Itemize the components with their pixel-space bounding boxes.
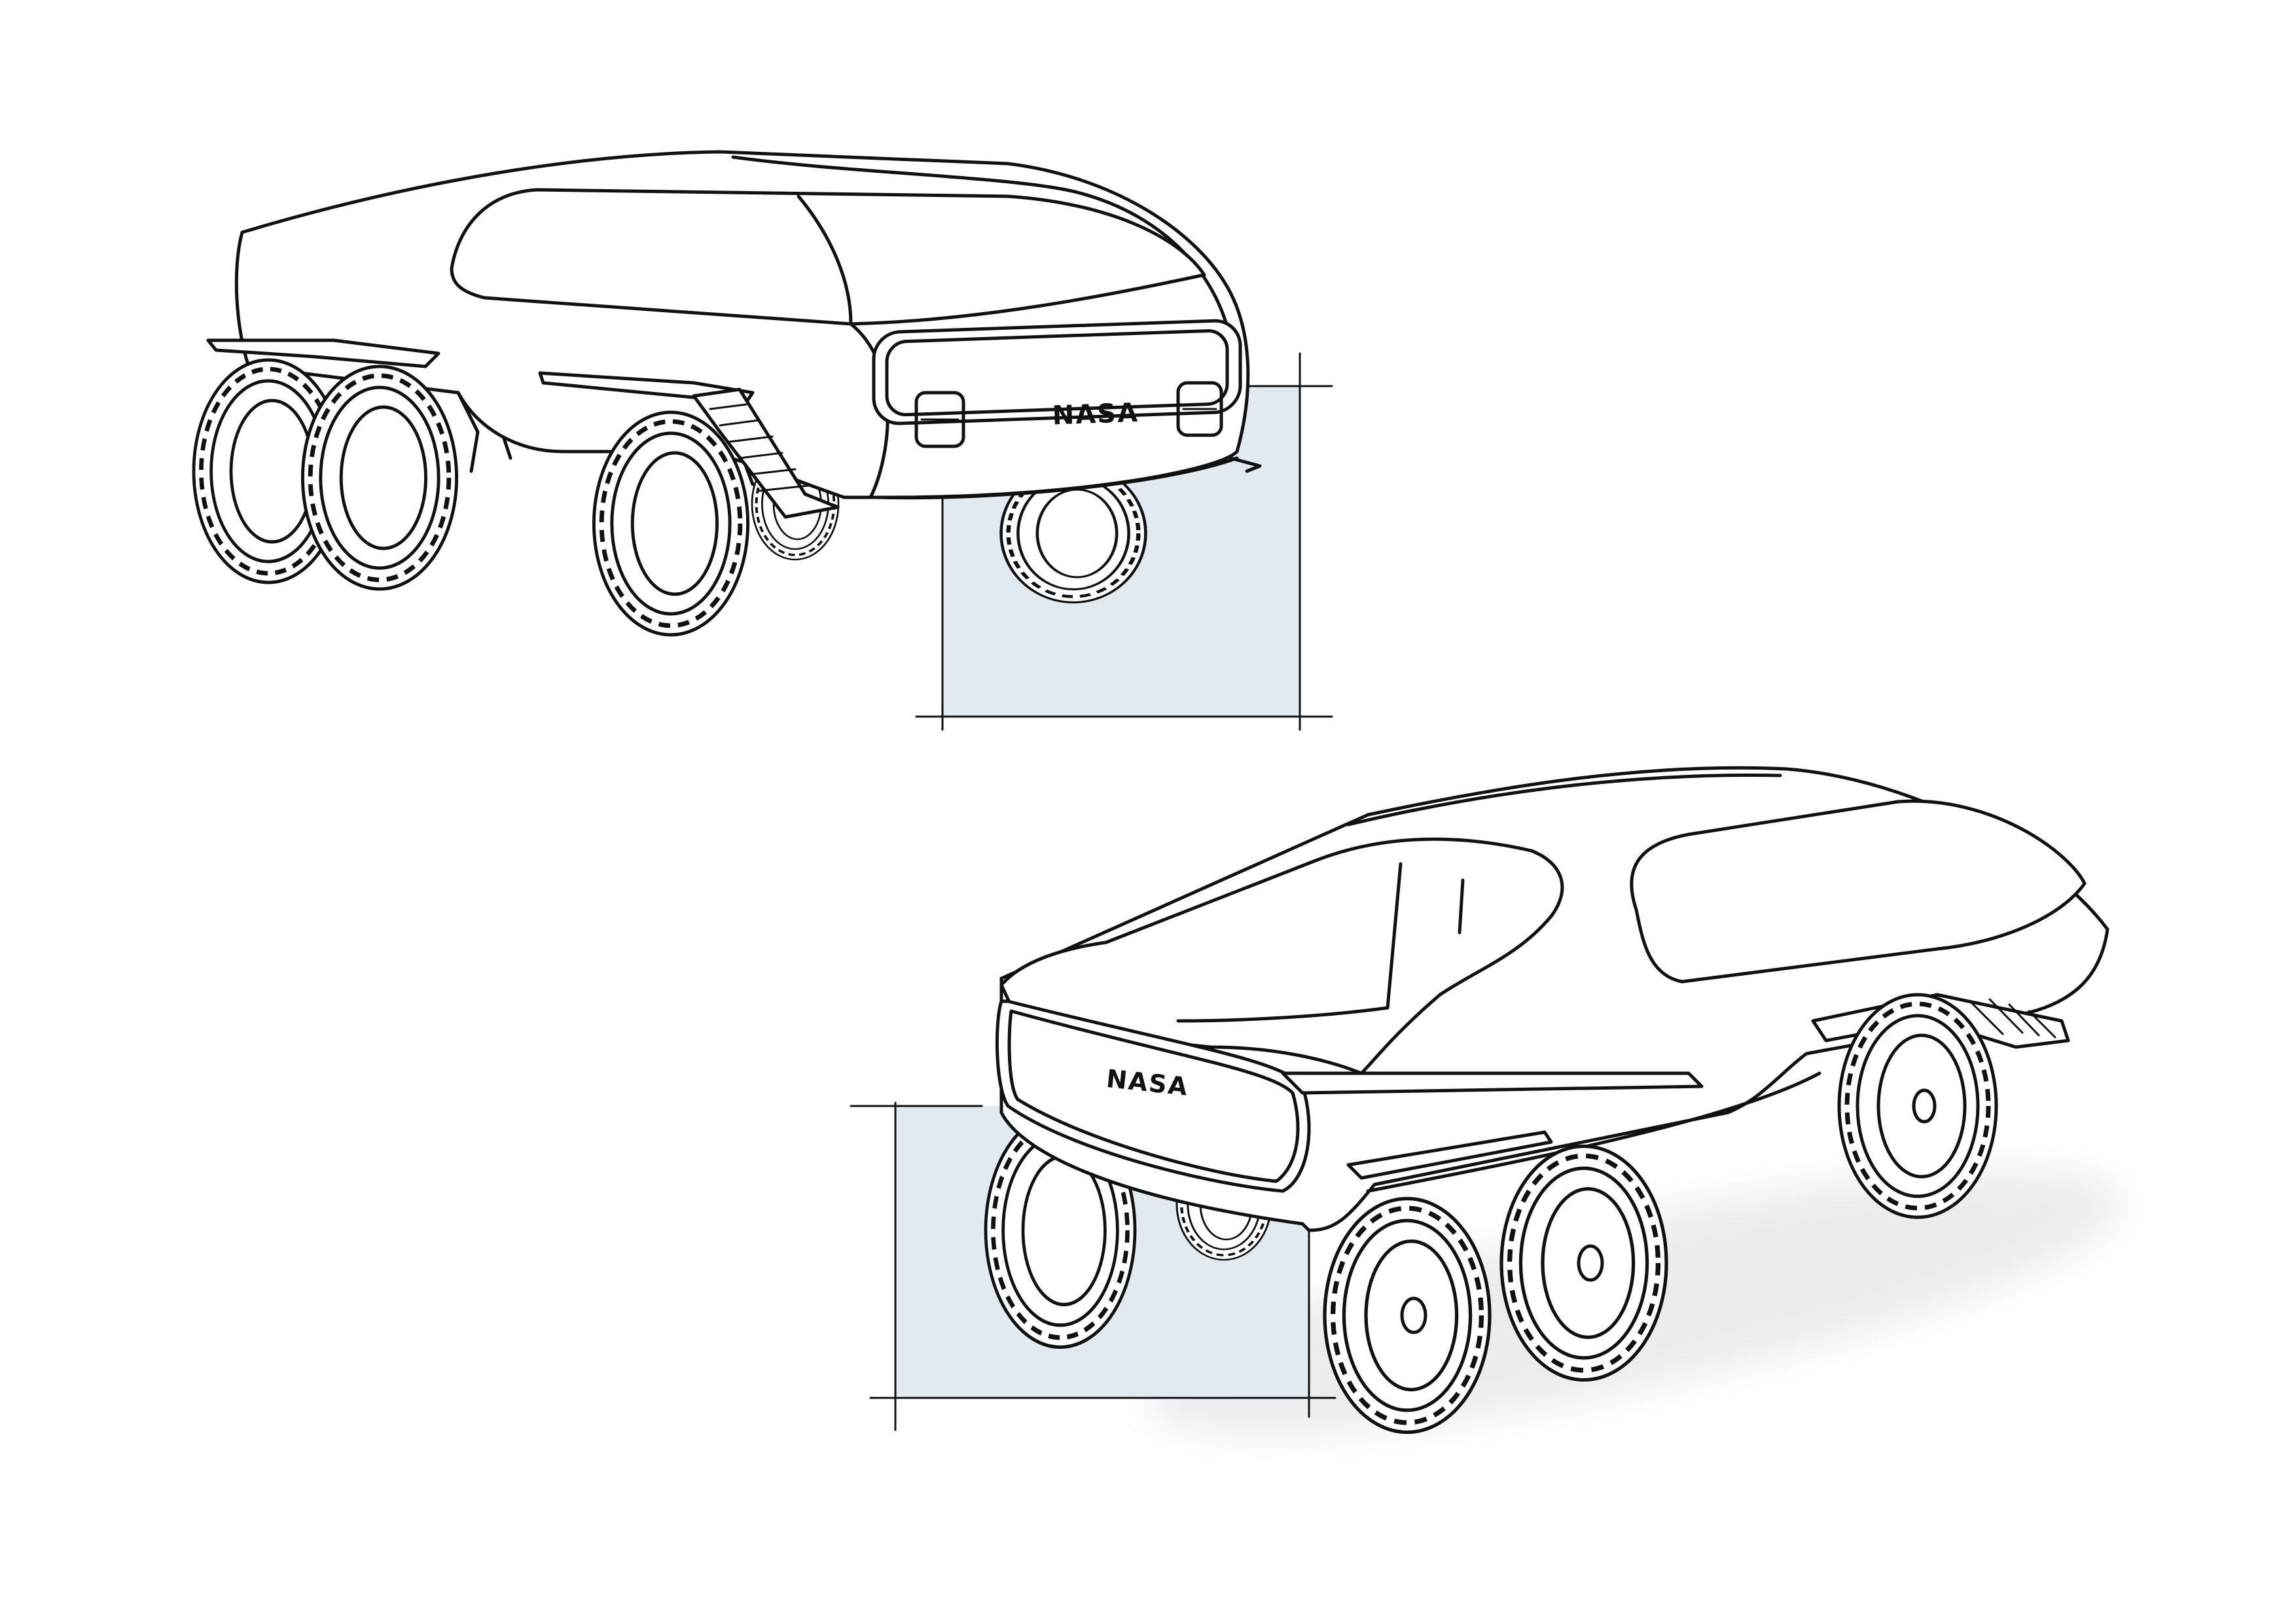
- rear-three-quarter-view: NASA: [194, 150, 1333, 731]
- left-tail-light: [914, 391, 965, 448]
- front-right-wheel: [302, 366, 456, 589]
- fender-steps: [206, 338, 840, 519]
- nasa-logo: NASA: [1052, 398, 1139, 431]
- rear-light-panel: NASA: [872, 319, 1242, 448]
- front-logo-panel: NASA: [995, 999, 1311, 1193]
- right-tail-light: [1176, 381, 1223, 437]
- front-near-wheel: [1325, 1199, 1490, 1433]
- rear-left-wheel: [594, 412, 747, 635]
- middle-near-wheel: [1501, 1147, 1666, 1380]
- front-three-quarter-view: NASA: [850, 766, 2123, 1435]
- side-step-ladder: [692, 387, 840, 519]
- rear-near-wheel: [1839, 995, 1996, 1217]
